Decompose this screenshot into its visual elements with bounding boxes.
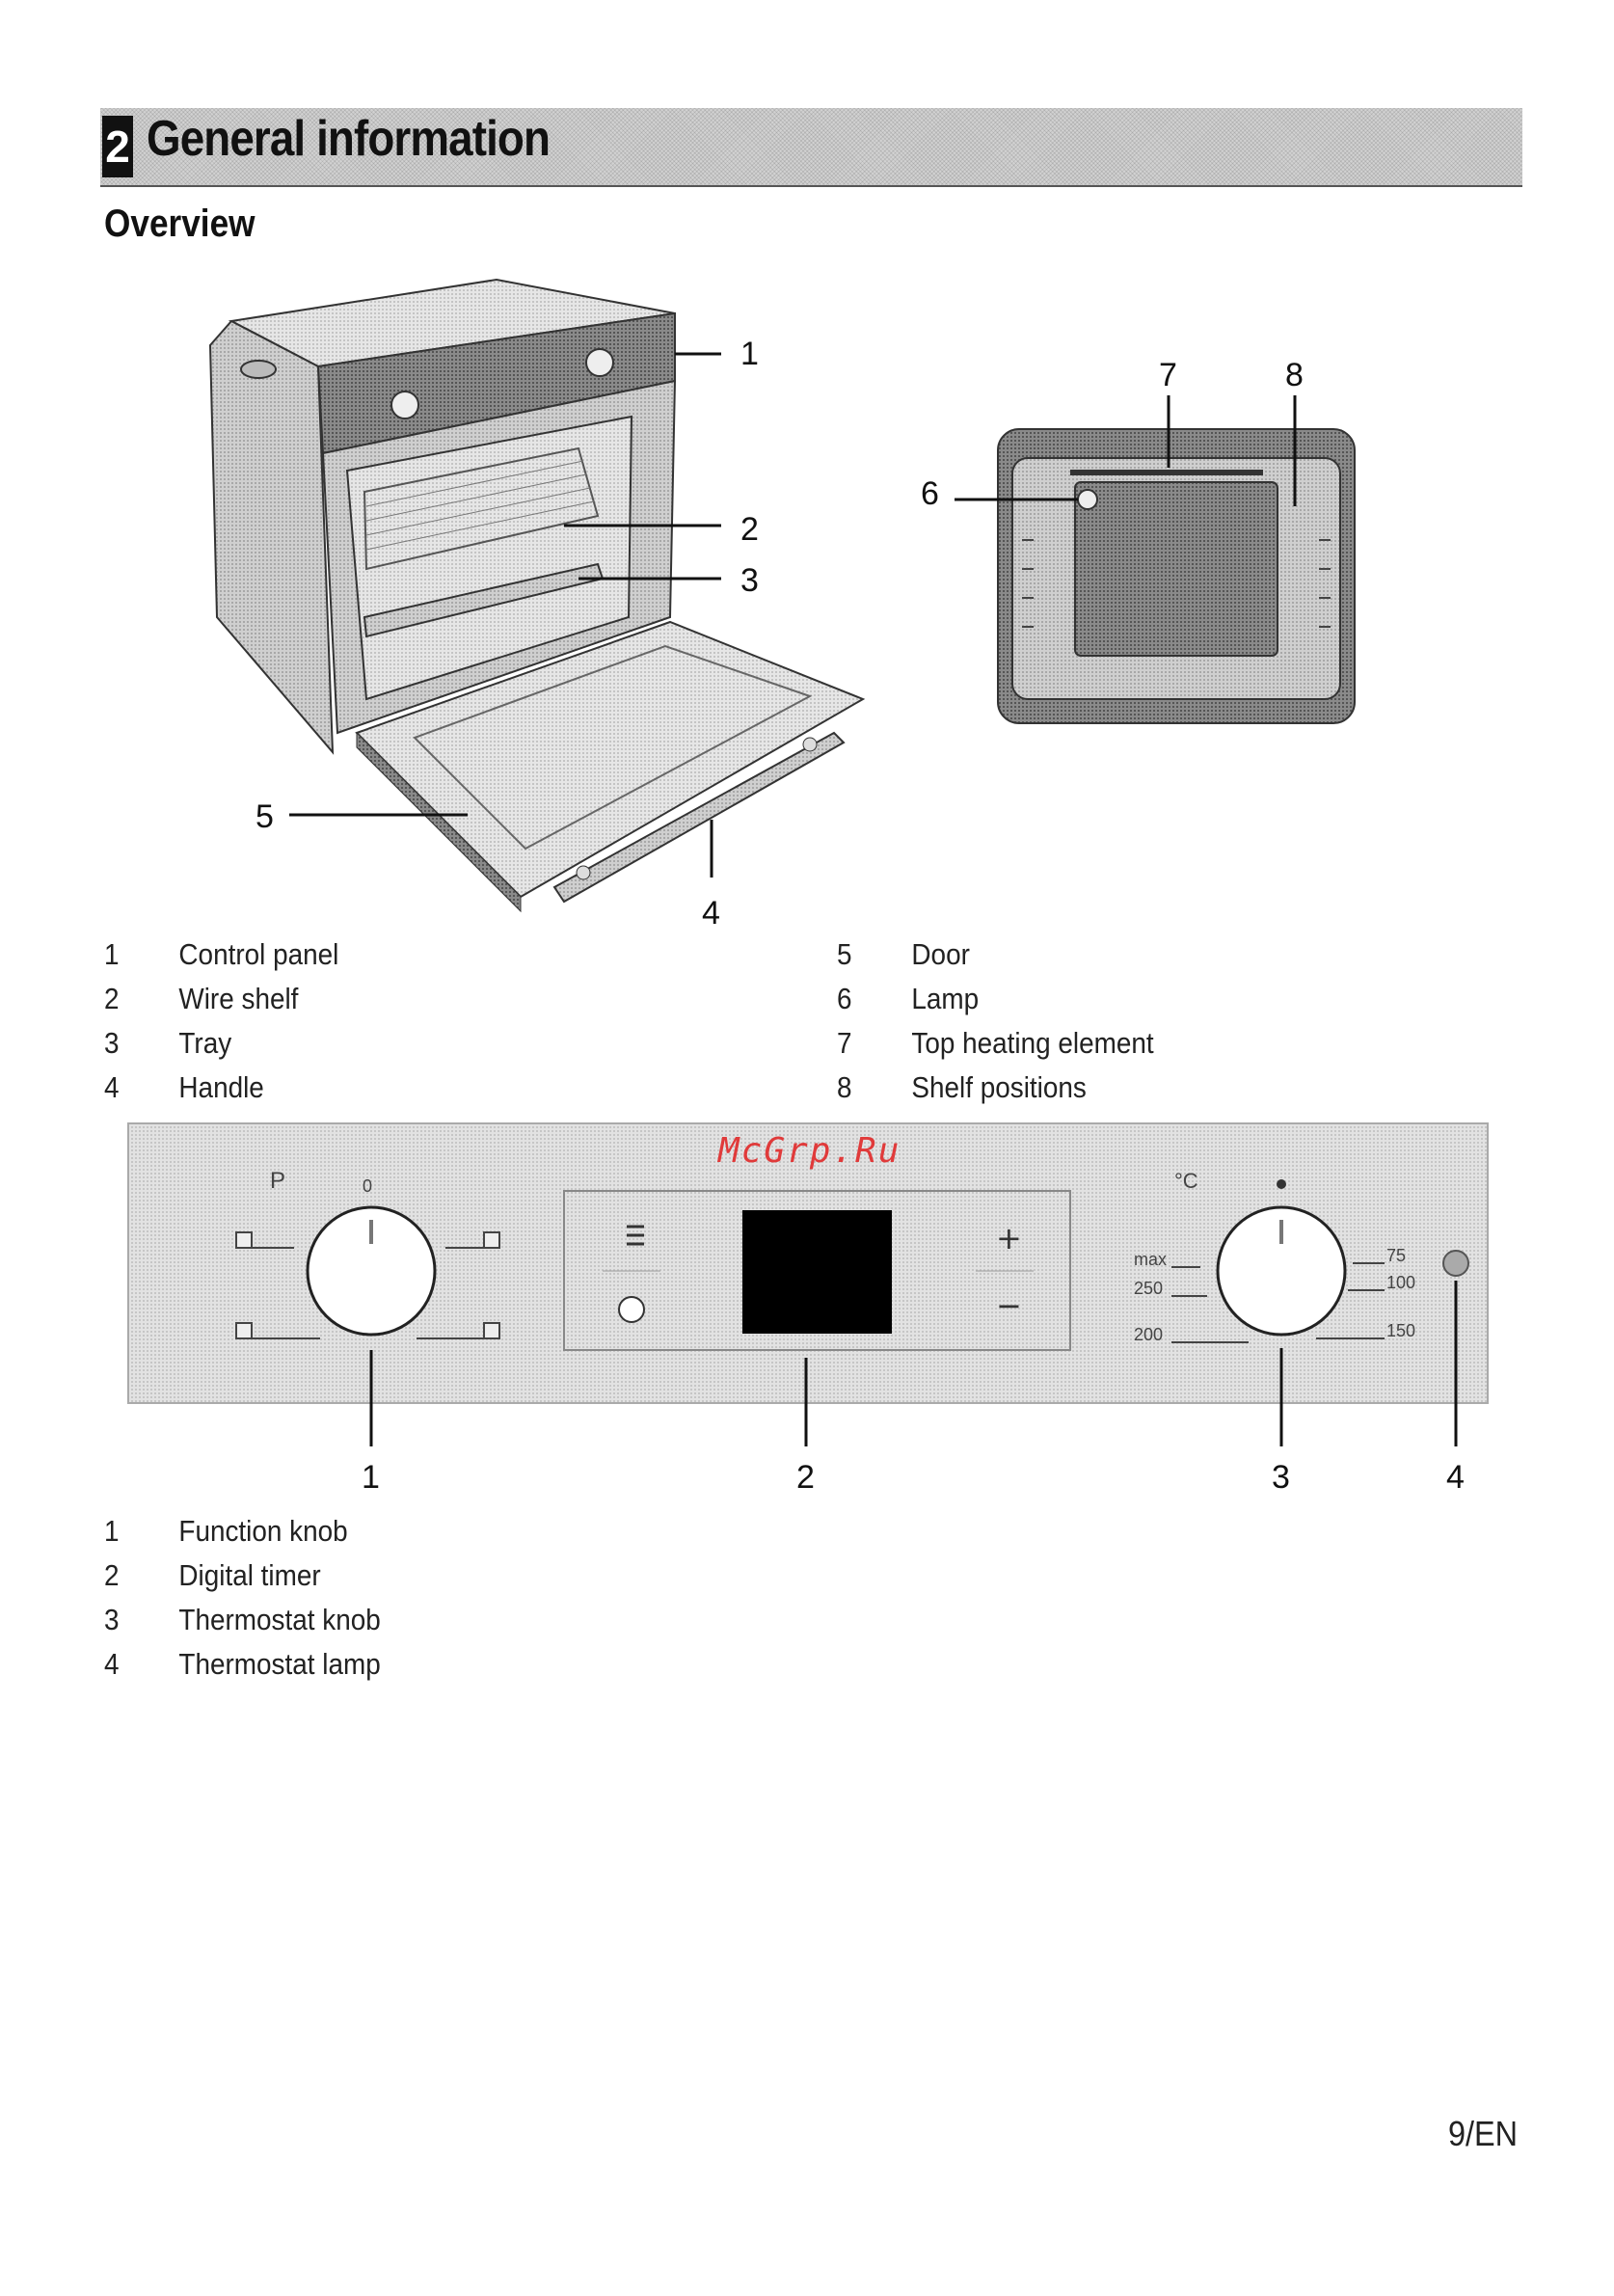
timer-display (742, 1210, 892, 1334)
thermostat-zero-dot (1277, 1179, 1286, 1189)
panel-callout-3: 3 (1272, 1459, 1290, 1496)
page-number: 9/EN (1448, 2114, 1518, 2154)
minus-button[interactable]: − (996, 1287, 1022, 1324)
temp-100: 100 (1386, 1273, 1415, 1292)
panel-callout-4: 4 (1446, 1459, 1465, 1496)
temp-max: max (1134, 1250, 1167, 1269)
panel-callout-2: 2 (796, 1459, 815, 1496)
watermark: McGrp.Ru (716, 1131, 901, 1171)
function-label-p: P (270, 1168, 285, 1194)
temp-150: 150 (1386, 1321, 1415, 1340)
thermostat-unit: °C (1174, 1169, 1198, 1193)
temp-250: 250 (1134, 1279, 1163, 1298)
plus-button[interactable]: + (996, 1220, 1022, 1256)
control-panel-diagram: McGrp.Ru P 0 + − °C max 250 200 75 100 1… (0, 0, 1614, 1543)
temp-75: 75 (1386, 1246, 1406, 1265)
clock-icon[interactable] (619, 1297, 644, 1322)
function-label-zero: 0 (363, 1176, 372, 1196)
panel-callout-1: 1 (362, 1459, 380, 1496)
temp-200: 200 (1134, 1325, 1163, 1344)
thermostat-lamp (1443, 1251, 1468, 1276)
